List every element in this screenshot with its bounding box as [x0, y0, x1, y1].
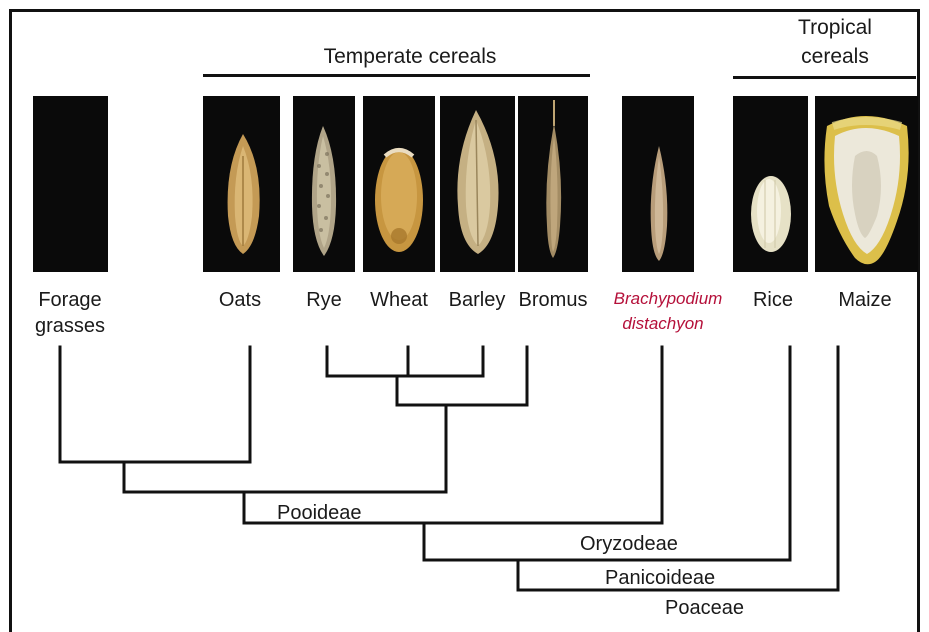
- clade-label-panicoideae: Panicoideae: [605, 567, 715, 589]
- branch-forage-oats: [60, 347, 250, 462]
- clade-label-pooideae: Pooideae: [277, 502, 362, 524]
- branch-pooideae-join: [124, 405, 446, 492]
- clade-label-poaceae: Poaceae: [665, 597, 744, 619]
- clade-label-oryzodeae: Oryzodeae: [580, 533, 678, 555]
- branch-pooideae: [244, 347, 662, 523]
- branch-rye-wheat-barley: [327, 347, 483, 376]
- branch-oryzodeae: [424, 347, 790, 560]
